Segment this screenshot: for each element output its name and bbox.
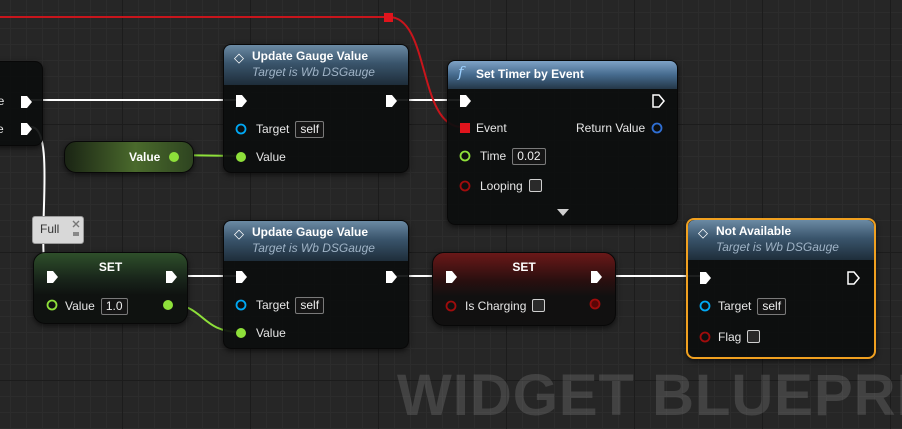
node-subtitle: Target is Wb DSGauge	[252, 65, 375, 79]
comment-bubble[interactable]: Full	[32, 216, 84, 244]
exec-out-true-pin[interactable]	[20, 95, 34, 109]
value-label: Value	[65, 299, 95, 313]
target-pin[interactable]	[699, 300, 711, 312]
time-pin[interactable]	[459, 150, 471, 162]
exec-in-pin[interactable]	[46, 270, 60, 284]
target-pin[interactable]	[235, 123, 247, 135]
node-title: Set Timer by Event	[476, 67, 584, 81]
node-title: Not Available	[716, 224, 792, 238]
exec-out-false-pin[interactable]	[20, 122, 34, 136]
node-title: SET	[98, 260, 123, 274]
looping-pin[interactable]	[459, 180, 471, 192]
expand-arrow-icon[interactable]	[557, 209, 569, 217]
exec-in-pin[interactable]	[445, 270, 459, 284]
exec-in-pin[interactable]	[699, 271, 713, 285]
widget-blueprint-watermark: WIDGET BLUEPRINT	[397, 363, 902, 428]
target-value-field[interactable]: self	[295, 121, 325, 138]
value-in-pin[interactable]	[46, 299, 58, 311]
value-out-pin[interactable]	[162, 299, 174, 311]
value-input-field[interactable]: 1.0	[100, 298, 128, 315]
target-label: Target	[256, 122, 290, 136]
function-diamond-icon: ◇	[234, 226, 244, 241]
exec-out-pin[interactable]	[385, 94, 399, 108]
exec-in-pin[interactable]	[235, 94, 249, 108]
bool-in-pin[interactable]	[445, 300, 457, 312]
function-diamond-icon: ◇	[234, 50, 244, 65]
time-value-field[interactable]: 0.02	[512, 148, 546, 165]
set-is-charging-node[interactable]: SET Is Charging	[432, 252, 616, 326]
flag-pin[interactable]	[699, 331, 711, 343]
target-label: Target	[718, 299, 752, 313]
value-getter-node[interactable]: Value	[64, 141, 194, 173]
time-label: Time	[480, 149, 507, 163]
exec-out-pin[interactable]	[652, 94, 666, 108]
pin-true-label: ue	[0, 94, 5, 108]
value-label: Value	[256, 326, 286, 340]
exec-out-pin[interactable]	[385, 270, 399, 284]
value-getter-label: Value	[129, 150, 161, 164]
set-value-node[interactable]: SET Value 1.0	[33, 252, 188, 324]
value-label: Value	[256, 150, 286, 164]
node-subtitle: Target is Wb DSGauge	[252, 241, 375, 255]
target-value-field[interactable]: self	[757, 298, 787, 315]
pin-comment-icon[interactable]	[71, 219, 81, 239]
exec-out-pin[interactable]	[590, 270, 604, 284]
bool-out-pin[interactable]	[589, 298, 601, 310]
branch-node-partial[interactable]: ue se	[0, 61, 43, 146]
node-title: SET	[512, 260, 536, 274]
flag-label: Flag	[718, 330, 742, 344]
exec-out-pin[interactable]	[165, 270, 179, 284]
update-gauge-node-1[interactable]: ◇ Update Gauge Value Target is Wb DSGaug…	[223, 44, 409, 173]
not-available-node[interactable]: ◇ Not Available Target is Wb DSGauge Tar…	[686, 218, 876, 359]
is-charging-label: Is Charging	[465, 299, 527, 313]
reroute-knot	[384, 13, 393, 22]
set-timer-by-event-node[interactable]: f Set Timer by Event Event Return Value …	[447, 60, 678, 225]
function-f-icon: f	[458, 63, 464, 81]
value-in-pin[interactable]	[235, 151, 247, 163]
node-title: Update Gauge Value	[252, 49, 369, 63]
target-label: Target	[256, 298, 290, 312]
update-gauge-node-2[interactable]: ◇ Update Gauge Value Target is Wb DSGaug…	[223, 220, 409, 349]
return-value-label: Return Value	[576, 121, 646, 135]
node-title: Update Gauge Value	[252, 225, 369, 239]
exec-in-pin[interactable]	[235, 270, 249, 284]
function-diamond-icon: ◇	[698, 225, 708, 240]
node-subtitle: Target is Wb DSGauge	[716, 240, 839, 254]
float-out-pin[interactable]	[168, 151, 180, 163]
return-value-pin[interactable]	[651, 122, 663, 134]
value-in-pin[interactable]	[235, 327, 247, 339]
target-pin[interactable]	[235, 299, 247, 311]
comment-label: Full	[40, 222, 60, 236]
exec-in-pin[interactable]	[459, 94, 473, 108]
event-label: Event	[476, 121, 507, 135]
flag-checkbox[interactable]	[747, 330, 761, 343]
looping-checkbox[interactable]	[528, 179, 542, 192]
pin-false-label: se	[0, 122, 4, 136]
looping-label: Looping	[480, 179, 523, 193]
target-value-field[interactable]: self	[295, 297, 325, 314]
is-charging-checkbox[interactable]	[532, 299, 546, 312]
event-delegate-pin[interactable]	[459, 122, 471, 134]
exec-out-pin[interactable]	[847, 271, 861, 285]
